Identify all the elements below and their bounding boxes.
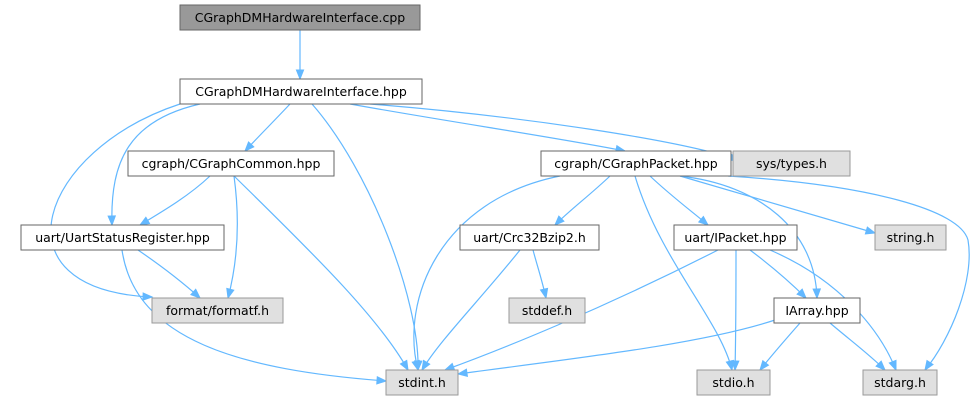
node-src-cpp[interactable]: CGraphDMHardwareInterface.cpp bbox=[179, 4, 421, 31]
node-box bbox=[179, 78, 423, 105]
node-box bbox=[862, 369, 938, 396]
node-box bbox=[385, 369, 459, 396]
node-ipacket[interactable]: uart/IPacket.hpp bbox=[673, 224, 798, 251]
node-box bbox=[127, 150, 335, 177]
edge-cgraph_packet-to-string_h bbox=[679, 175, 877, 235]
node-label: CGraphDMHardwareInterface.cpp bbox=[195, 10, 406, 25]
node-box bbox=[151, 297, 284, 324]
node-label: format/formatf.h bbox=[166, 303, 269, 318]
node-cgraph-packet[interactable]: cgraph/CGraphPacket.hpp bbox=[540, 150, 732, 177]
edge-hdr_hpp-to-cgraph_common bbox=[244, 103, 291, 152]
node-cgraph-common[interactable]: cgraph/CGraphCommon.hpp bbox=[127, 150, 335, 177]
node-label: CGraphDMHardwareInterface.hpp bbox=[195, 84, 407, 99]
node-box bbox=[459, 224, 600, 251]
node-iarray[interactable]: IArray.hpp bbox=[773, 297, 861, 324]
edge-ipacket-to-iarray bbox=[749, 249, 807, 299]
node-label: stddef.h bbox=[522, 303, 572, 318]
edge-cgraph_packet-to-stdarg bbox=[727, 175, 970, 372]
node-formatf: format/formatf.h bbox=[151, 297, 284, 324]
node-box bbox=[874, 224, 947, 251]
node-layer: CGraphDMHardwareInterface.cppCGraphDMHar… bbox=[20, 4, 947, 396]
edge-uart_status-to-formatf bbox=[137, 249, 202, 299]
node-label: uart/IPacket.hpp bbox=[684, 230, 786, 245]
node-stdarg: stdarg.h bbox=[862, 369, 938, 396]
node-label: stdint.h bbox=[398, 375, 446, 390]
node-box bbox=[696, 369, 771, 396]
node-stddef: stddef.h bbox=[508, 297, 586, 324]
edge-hdr_hpp-to-formatf bbox=[50, 103, 181, 301]
edge-cgraph_packet-to-stdint bbox=[411, 175, 561, 372]
node-label: uart/Crc32Bzip2.h bbox=[473, 230, 586, 245]
edge-hdr_hpp-to-stdint bbox=[311, 103, 423, 372]
node-box bbox=[673, 224, 798, 251]
edge-iarray-to-stdint bbox=[456, 319, 776, 378]
edge-src_cpp-to-hdr_hpp bbox=[295, 29, 305, 81]
node-crc32[interactable]: uart/Crc32Bzip2.h bbox=[459, 224, 600, 251]
node-label: sys/types.h bbox=[756, 156, 827, 171]
edge-ipacket-to-stdio bbox=[730, 249, 740, 372]
edge-iarray-to-stdio bbox=[759, 322, 801, 372]
node-stdint: stdint.h bbox=[385, 369, 459, 396]
edge-uart_status-to-stdint bbox=[121, 249, 388, 385]
edge-layer bbox=[50, 29, 970, 385]
node-label: cgraph/CGraphCommon.hpp bbox=[142, 156, 321, 171]
node-label: stdio.h bbox=[712, 375, 754, 390]
node-box bbox=[773, 297, 861, 324]
edge-cgraph_common-to-stdint bbox=[233, 175, 409, 372]
edge-hdr_hpp-to-uart_status bbox=[107, 103, 201, 227]
node-label: stdarg.h bbox=[874, 375, 926, 390]
edge-cgraph_common-to-formatf bbox=[226, 175, 238, 300]
edge-iarray-to-stdarg bbox=[829, 322, 886, 371]
edge-crc32-to-stdint bbox=[421, 249, 521, 372]
node-box bbox=[732, 150, 851, 177]
edge-crc32-to-stddef bbox=[532, 249, 549, 300]
node-box bbox=[20, 224, 225, 251]
edge-cgraph_common-to-uart_status bbox=[138, 175, 211, 226]
node-label: IArray.hpp bbox=[785, 303, 848, 318]
node-sys-types: sys/types.h bbox=[732, 150, 851, 177]
node-label: string.h bbox=[887, 230, 935, 245]
edge-cgraph_packet-to-crc32 bbox=[554, 175, 611, 226]
node-hdr-hpp[interactable]: CGraphDMHardwareInterface.hpp bbox=[179, 78, 423, 105]
node-box bbox=[540, 150, 732, 177]
node-box bbox=[508, 297, 586, 324]
node-stdio: stdio.h bbox=[696, 369, 771, 396]
node-label: cgraph/CGraphPacket.hpp bbox=[554, 156, 717, 171]
node-string-h: string.h bbox=[874, 224, 947, 251]
node-uart-status[interactable]: uart/UartStatusRegister.hpp bbox=[20, 224, 225, 251]
edge-cgraph_packet-to-ipacket bbox=[649, 175, 710, 226]
node-box bbox=[179, 4, 421, 31]
node-label: uart/UartStatusRegister.hpp bbox=[35, 230, 210, 245]
